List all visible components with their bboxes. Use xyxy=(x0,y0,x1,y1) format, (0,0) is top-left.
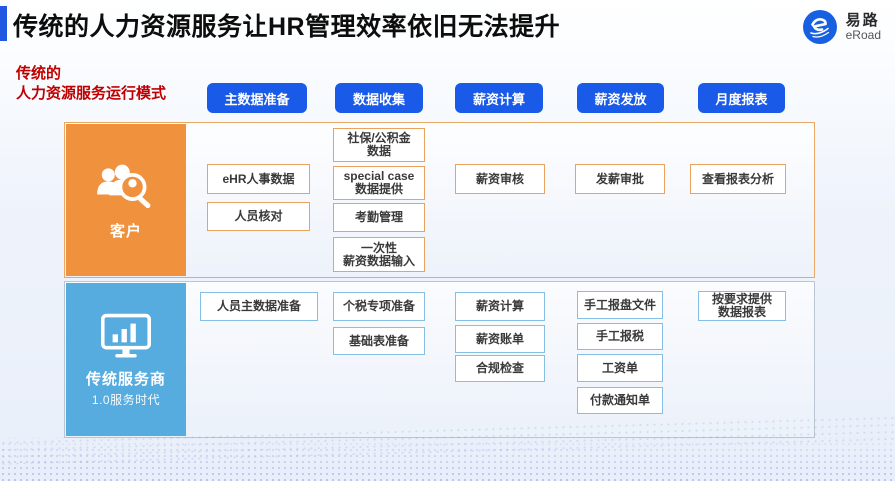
box-compliance-check: 合规检查 xyxy=(455,355,545,382)
stage-payroll-calc: 薪资计算 xyxy=(455,83,543,113)
customer-band: 客户 xyxy=(64,122,815,278)
provider-sidebar: 传统服务商 1.0服务时代 xyxy=(66,283,186,436)
intro-label: 传统的 人力资源服务运行模式 xyxy=(16,64,166,104)
box-salary-calc: 薪资计算 xyxy=(455,292,545,321)
logo-en-text: eRoad xyxy=(845,27,881,42)
box-tax-special-prep: 个税专项准备 xyxy=(333,292,425,321)
logo-cn-text: 易路 xyxy=(845,11,880,29)
box-pay-approval: 发薪审批 xyxy=(575,164,665,194)
box-personnel-verify: 人员核对 xyxy=(207,202,310,231)
monitor-chart-icon xyxy=(101,313,151,358)
provider-label: 传统服务商 xyxy=(85,370,166,388)
customer-label: 客户 xyxy=(109,222,142,240)
eroad-logo: 易路 eRoad xyxy=(802,9,881,45)
stage-payroll-pay: 薪资发放 xyxy=(577,83,664,113)
provider-sublabel: 1.0服务时代 xyxy=(91,392,161,407)
box-master-data-prep: 人员主数据准备 xyxy=(200,292,318,321)
box-special-case: special case 数据提供 xyxy=(333,166,425,200)
box-manual-report-file: 手工报盘文件 xyxy=(577,291,663,319)
title-accent-bar xyxy=(0,6,7,41)
box-payment-notice: 付款通知单 xyxy=(577,387,663,414)
box-view-report: 查看报表分析 xyxy=(690,164,786,194)
bottom-dot-pattern xyxy=(0,435,895,481)
customer-sidebar: 客户 xyxy=(66,124,186,276)
box-payslip: 工资单 xyxy=(577,354,663,382)
box-salary-bill: 薪资账单 xyxy=(455,325,545,353)
box-manual-tax-filing: 手工报税 xyxy=(577,323,663,350)
eroad-logo-icon xyxy=(802,10,837,44)
box-onetime-salary: 一次性 薪资数据输入 xyxy=(333,237,425,272)
box-ehr-data: eHR人事数据 xyxy=(207,164,310,194)
intro-line2: 人力资源服务运行模式 xyxy=(16,85,167,102)
box-salary-review: 薪资审核 xyxy=(455,164,545,194)
stage-data-collection: 数据收集 xyxy=(335,83,423,113)
stage-monthly-report: 月度报表 xyxy=(698,83,785,113)
box-attendance: 考勤管理 xyxy=(333,203,425,232)
box-base-table-prep: 基础表准备 xyxy=(333,327,425,355)
intro-line1: 传统的 xyxy=(16,65,62,82)
box-social-insurance: 社保/公积金 数据 xyxy=(333,128,425,162)
page-title: 传统的人力资源服务让HR管理效率依旧无法提升 xyxy=(13,13,561,41)
stage-master-data: 主数据准备 xyxy=(207,83,307,113)
provider-band: 传统服务商 1.0服务时代 xyxy=(64,281,815,438)
customer-group-search-icon xyxy=(97,164,151,208)
box-custom-data-report: 按要求提供 数据报表 xyxy=(698,291,786,321)
